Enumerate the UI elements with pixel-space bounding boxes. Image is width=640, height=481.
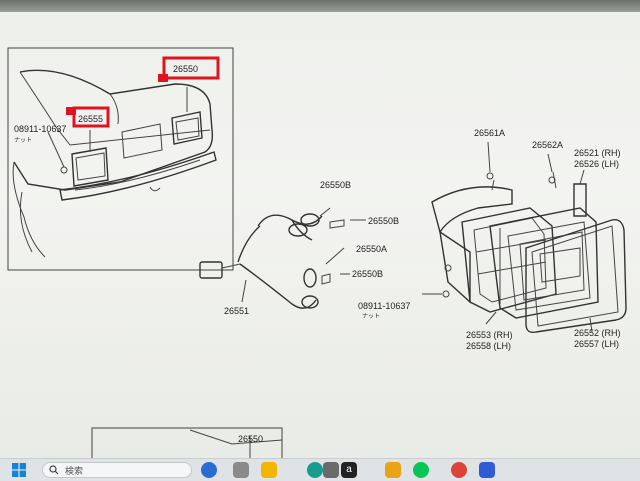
tail-lamp-assembly-illustration <box>422 141 627 334</box>
callout-26552: 26552 (RH) <box>574 328 621 338</box>
folder-icon <box>385 462 401 478</box>
car-rear-illustration <box>12 69 217 258</box>
taskbar-search-box[interactable]: 検索 <box>42 462 192 478</box>
highlight-marker-26550 <box>158 74 168 82</box>
callout-26550-bottom: 26550 <box>238 434 263 444</box>
callout-26551: 26551 <box>224 306 249 316</box>
callout-26562a: 26562A <box>532 140 563 150</box>
taskbar-app-edge[interactable] <box>306 461 324 479</box>
callout-nut-mid: ナット <box>362 313 380 320</box>
callout-26550: 26550 <box>173 64 198 74</box>
taskbar-app-line[interactable] <box>412 461 430 479</box>
next-diagram-frame <box>91 427 283 458</box>
windows-logo-icon <box>12 463 26 477</box>
taskbar-app-explorer[interactable] <box>260 461 278 479</box>
tail-lamp-parts-diagram: 26550 26555 08911-10637 ナット <box>7 47 627 458</box>
file-explorer-icon <box>261 462 277 478</box>
search-placeholder: 検索 <box>65 465 84 476</box>
bing-icon <box>201 462 217 478</box>
callout-26550b-3: 26550B <box>352 269 383 279</box>
callout-08911-mid: 08911-10637 <box>358 301 410 311</box>
app-icon <box>479 462 495 478</box>
taskbar-app-chat[interactable] <box>232 461 250 479</box>
photo-icon <box>323 462 339 478</box>
taskbar-app-bing[interactable] <box>200 461 218 479</box>
search-icon <box>49 465 59 475</box>
callout-26550b-2: 26550B <box>368 216 399 226</box>
callout-26561a: 26561A <box>474 128 505 138</box>
callout-26553: 26553 (RH) <box>466 330 513 340</box>
callout-26521: 26521 (RH) <box>574 148 621 158</box>
callout-26555: 26555 <box>78 114 103 124</box>
next-diagram-car-line <box>189 429 283 445</box>
taskbar-app-photos[interactable] <box>322 461 340 479</box>
monitor-bezel <box>0 0 640 14</box>
chat-icon <box>233 462 249 478</box>
highlight-box-26555 <box>72 106 110 128</box>
amazon-icon: a <box>341 462 357 478</box>
edge-icon <box>307 462 323 478</box>
callout-26550a: 26550A <box>356 244 387 254</box>
chrome-icon <box>451 462 467 478</box>
parts-diagram-screen: 26550 26555 08911-10637 ナット <box>0 12 640 458</box>
highlight-marker-26555 <box>66 107 76 115</box>
start-button[interactable] <box>10 461 28 479</box>
line-icon <box>413 462 429 478</box>
callout-nut-left: ナット <box>14 137 32 144</box>
callout-26557: 26557 (LH) <box>574 339 619 349</box>
taskbar-app-amazon[interactable]: a <box>340 461 358 479</box>
taskbar-app-chrome[interactable] <box>450 461 468 479</box>
car-inset-frame <box>7 47 234 271</box>
taskbar-app-other[interactable] <box>478 461 496 479</box>
callout-26550b-1: 26550B <box>320 180 351 190</box>
taskbar-app-folder[interactable] <box>384 461 402 479</box>
windows-taskbar: 検索 a <box>0 458 640 481</box>
callout-26526: 26526 (LH) <box>574 159 619 169</box>
wiring-harness-illustration <box>199 207 366 309</box>
highlight-box-26550 <box>162 56 220 80</box>
callout-08911-left: 08911-10637 <box>14 124 66 134</box>
callout-26558: 26558 (LH) <box>466 341 511 351</box>
